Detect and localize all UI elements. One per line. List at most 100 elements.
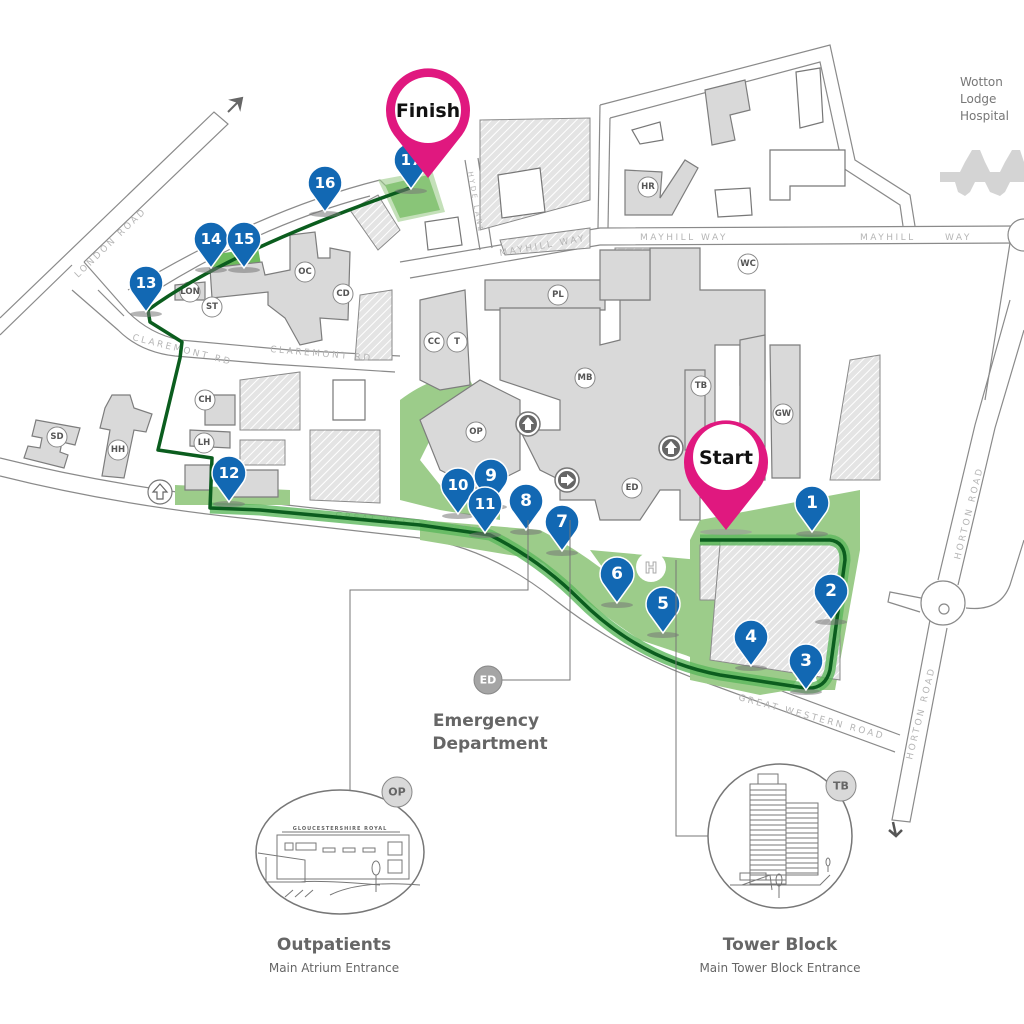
building-marker-gw[interactable]: GW: [772, 403, 794, 425]
route-pin-number: 15: [234, 230, 255, 248]
entrance-markers: [147, 411, 684, 505]
route-pin-2[interactable]: 2: [813, 573, 849, 625]
route-pin-10[interactable]: 10: [440, 467, 476, 519]
building-label-hh: HH: [111, 445, 125, 455]
building-label-oc: OC: [298, 267, 311, 277]
building-marker-cd[interactable]: CD: [332, 283, 354, 305]
building-marker-op[interactable]: OP: [465, 421, 487, 443]
building-marker-lh[interactable]: LH: [193, 432, 215, 454]
building-label-t: T: [454, 337, 460, 347]
road-label-mayhill: MAYHILL: [860, 233, 916, 243]
outpatients-subtitle: Main Atrium Entrance: [269, 961, 399, 975]
entrance-right-icon-ed: [554, 467, 580, 493]
route-pin-number: 11: [475, 495, 496, 513]
route-pin-4[interactable]: 4: [733, 619, 769, 671]
route-pin-number: 1: [806, 493, 818, 513]
building-label-mb: MB: [578, 373, 593, 383]
wotton-lodge-hospital-label: Wotton Lodge Hospital: [960, 75, 1009, 123]
building-label-sd: SD: [50, 432, 63, 442]
route-pin-3[interactable]: 3: [788, 643, 824, 695]
callout-leaders: [349, 520, 708, 837]
building-label-hr: HR: [641, 182, 655, 192]
building-label-wc: WC: [740, 259, 756, 269]
route-pin-number: 2: [825, 581, 837, 601]
building-marker-hh[interactable]: HH: [107, 439, 129, 461]
building-label-pl: PL: [552, 290, 564, 300]
route-pin-8[interactable]: 8: [508, 483, 544, 535]
route-pin-16[interactable]: 16: [307, 165, 343, 217]
route-pin-15[interactable]: 15: [226, 221, 262, 273]
building-label-lon: LON: [180, 287, 199, 297]
route-pin-number: 5: [657, 594, 669, 614]
building-marker-ch[interactable]: CH: [194, 389, 216, 411]
building-label-cd: CD: [336, 289, 349, 299]
route-pin-number: 6: [611, 564, 623, 584]
tower-block-illustration: [730, 773, 831, 898]
emergency-title: Emergency: [433, 711, 539, 731]
road-label-horton-road: HORTON ROAD: [905, 666, 938, 761]
tower-block-title: Tower Block: [723, 935, 838, 955]
outpatients-callout[interactable]: GLOUCESTERSHIRE ROYAL OP Outpatients Mai…: [255, 776, 425, 975]
building-marker-sd[interactable]: SD: [46, 426, 68, 448]
op-badge: OP: [388, 786, 405, 799]
finish-pin[interactable]: Finish: [386, 68, 470, 178]
route-pin-11[interactable]: 11: [467, 486, 503, 538]
building-label-cc: CC: [428, 337, 440, 347]
helipad-label: H: [645, 559, 658, 577]
entrance-up-icon-op: [515, 411, 541, 437]
route-pin-6[interactable]: 6: [599, 556, 635, 608]
start-pin[interactable]: Start: [684, 420, 768, 535]
building-marker-cc[interactable]: CC: [423, 331, 445, 353]
building-marker-tb[interactable]: TB: [690, 375, 712, 397]
building-marker-wc[interactable]: WC: [737, 253, 759, 275]
road-network: [0, 44, 1024, 823]
building-marker-ed[interactable]: ED: [621, 477, 643, 499]
route-pin-number: 8: [520, 491, 532, 511]
start-label: Start: [699, 447, 753, 469]
outpatients-illustration: GLOUCESTERSHIRE ROYAL: [257, 826, 421, 898]
route-pin-12[interactable]: 12: [211, 455, 247, 507]
route-pin-5[interactable]: 5: [645, 586, 681, 638]
road-label-way: WAY: [945, 233, 972, 243]
route-pin-number: 16: [315, 174, 336, 192]
direction-arrows: [227, 96, 903, 838]
emergency-title: Department: [432, 734, 547, 754]
route-pin-number: 7: [556, 512, 568, 532]
entrance-up-icon-tb: [658, 435, 684, 461]
building-marker-t[interactable]: T: [446, 331, 468, 353]
route-pin-number: 9: [485, 466, 497, 486]
building-label-st: ST: [206, 302, 218, 312]
building-marker-hr[interactable]: HR: [637, 176, 659, 198]
road-label-mayhill-way: MAYHILL WAY: [640, 233, 728, 243]
tower-block-callout[interactable]: TB Tower Block Main Tower Block Entrance: [699, 763, 861, 975]
ed-badge: ED: [480, 674, 497, 687]
road-label-great-western-road: GREAT WESTERN ROAD: [737, 693, 886, 742]
route-pin-1[interactable]: 1: [794, 485, 830, 537]
building-label-ed: ED: [626, 483, 639, 493]
emergency-callout[interactable]: ED Emergency Department: [432, 665, 548, 754]
route-pin-number: 4: [745, 627, 757, 647]
building-label-gw: GW: [775, 409, 792, 419]
building-marker-st[interactable]: ST: [201, 296, 223, 318]
route-pin-number: 10: [448, 476, 469, 494]
finish-label: Finish: [396, 100, 460, 122]
outpatients-sign: GLOUCESTERSHIRE ROYAL: [293, 826, 388, 832]
building-marker-pl[interactable]: PL: [547, 284, 569, 306]
building-label-op: OP: [469, 427, 482, 437]
building-label-lh: LH: [198, 438, 211, 448]
route-pin-number: 14: [201, 230, 222, 248]
building-marker-oc[interactable]: OC: [294, 261, 316, 283]
tower-block-subtitle: Main Tower Block Entrance: [699, 961, 860, 975]
building-label-ch: CH: [198, 395, 211, 405]
building-label-tb: TB: [695, 381, 707, 391]
helipad: H: [636, 552, 666, 582]
buildings: [23, 67, 1024, 681]
building-marker-mb[interactable]: MB: [574, 367, 596, 389]
route-pin-number: 3: [800, 651, 812, 671]
route-pin-13[interactable]: 13: [128, 265, 164, 317]
route-pin-number: 13: [136, 274, 157, 292]
outpatients-title: Outpatients: [277, 935, 391, 955]
